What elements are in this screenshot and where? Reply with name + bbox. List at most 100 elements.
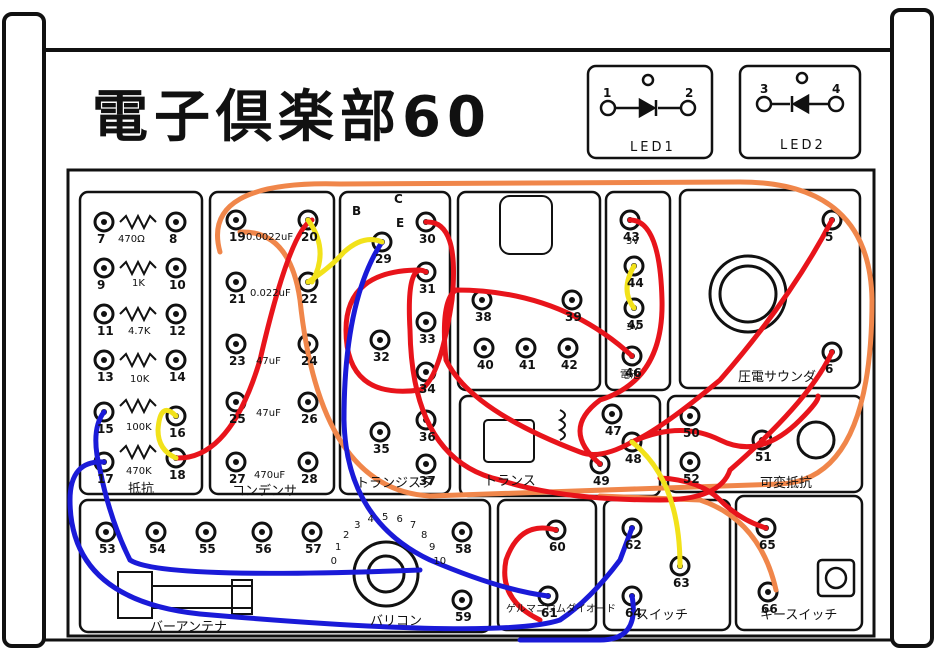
transistor-pin-b: B — [352, 204, 362, 218]
dial-number-2: 2 — [342, 529, 350, 541]
wire-red-6[interactable] — [441, 287, 635, 457]
resistor-value-100k: 100K — [126, 422, 152, 433]
resistor-value-470k: 470K — [126, 466, 152, 477]
terminal-66-hole — [765, 589, 771, 595]
terminal-label-66: 66 — [761, 602, 778, 616]
terminal-label-54: 54 — [149, 542, 166, 556]
terminal-41-hole — [523, 345, 529, 351]
capacitors-label: コンデンサ — [232, 484, 298, 499]
terminal-label-9: 9 — [97, 278, 106, 292]
terminal-label-17: 17 — [97, 472, 114, 486]
terminal-53-hole — [103, 529, 109, 535]
variable-resistor-label: 可変抵抗 — [760, 476, 813, 491]
wire-blue-14[interactable] — [517, 593, 636, 643]
terminal-label-61: 61 — [541, 606, 558, 620]
wire-red-5[interactable] — [629, 217, 835, 445]
terminal-label-18: 18 — [169, 468, 186, 482]
terminal-35-hole — [377, 429, 383, 435]
terminal-57-hole — [309, 529, 315, 535]
terminal-label-25: 25 — [229, 412, 246, 426]
terminal-label-5: 5 — [825, 230, 834, 244]
terminal-label-26: 26 — [301, 412, 318, 426]
terminal-label-28: 28 — [301, 472, 318, 486]
terminal-label-38: 38 — [475, 310, 492, 324]
terminal-label-14: 14 — [169, 370, 186, 384]
terminal-label-43: 43 — [623, 230, 640, 244]
terminal-label-63: 63 — [673, 576, 690, 590]
resistor-value-470: 470Ω — [118, 234, 145, 245]
wire-yellow-16[interactable] — [305, 237, 385, 285]
key-switch-drawing — [816, 558, 856, 598]
terminal-10-hole — [173, 265, 179, 271]
terminal-28-hole — [305, 459, 311, 465]
terminal-label-16: 16 — [169, 426, 186, 440]
wire-red-10[interactable] — [657, 475, 769, 531]
terminal-label-42: 42 — [561, 358, 578, 372]
terminal-33-hole — [423, 319, 429, 325]
key-switch-label: キースイッチ — [760, 608, 838, 623]
wire-orange-0[interactable] — [215, 179, 875, 499]
terminal-label-40: 40 — [477, 358, 494, 372]
wire-red-2[interactable] — [173, 217, 315, 461]
terminal-14-hole — [173, 357, 179, 363]
wire-red-8[interactable] — [502, 525, 559, 623]
transistor-pin-e: E — [396, 216, 405, 230]
wire-red-3[interactable] — [343, 219, 457, 394]
terminal-39-hole — [569, 297, 575, 303]
wire-orange-1[interactable] — [597, 493, 779, 593]
terminal-label-44: 44 — [627, 276, 644, 290]
switch-label: スイッチ — [636, 608, 689, 623]
led1-label: LED1 — [630, 140, 676, 155]
terminal-label-31: 31 — [419, 282, 436, 296]
led1-panel — [586, 64, 714, 160]
wire-yellow-19[interactable] — [629, 439, 683, 569]
dial-number-10: 10 — [433, 555, 447, 567]
terminal-label-52: 52 — [683, 472, 700, 486]
wire-blue-12[interactable] — [93, 409, 423, 576]
terminal-23-hole — [233, 341, 239, 347]
resistor-value-10k: 10K — [130, 374, 150, 385]
terminal-47-hole — [609, 411, 615, 417]
terminal-label-32: 32 — [373, 350, 390, 364]
variable-cap-label: バリコン — [370, 614, 423, 629]
dial-number-1: 1 — [334, 541, 342, 553]
terminal-13-hole — [101, 357, 107, 363]
terminal-label-15: 15 — [97, 422, 114, 436]
terminal-label-59: 59 — [455, 610, 472, 624]
terminal-label-51: 51 — [755, 450, 772, 464]
wire-yellow-17[interactable] — [305, 217, 323, 285]
terminal-label-57: 57 — [305, 542, 322, 556]
terminal-label-19: 19 — [229, 230, 246, 244]
resistor-symbols — [119, 213, 157, 461]
terminal-25-hole — [233, 399, 239, 405]
diode-label: ゲルマニウムダイオード — [506, 604, 616, 615]
terminal-11-hole — [101, 311, 107, 317]
terminal-54-hole — [153, 529, 159, 535]
terminal-59-hole — [459, 597, 465, 603]
terminal-8-hole — [173, 219, 179, 225]
terminal-label-36: 36 — [419, 430, 436, 444]
wire-blue-11[interactable] — [341, 239, 551, 599]
wire-red-9[interactable] — [629, 393, 821, 450]
wire-red-7[interactable] — [577, 217, 665, 467]
dial-number-6: 6 — [396, 514, 403, 526]
transistor-pin-c: C — [394, 192, 403, 206]
terminal-label-41: 41 — [519, 358, 536, 372]
wire-yellow-15[interactable] — [155, 407, 179, 461]
terminal-label-65: 65 — [759, 538, 776, 552]
terminal-label-23: 23 — [229, 354, 246, 368]
transformer-label: トランス — [484, 474, 536, 489]
terminal-label-55: 55 — [199, 542, 216, 556]
terminal-label-21: 21 — [229, 292, 246, 306]
terminal-label-8: 8 — [169, 232, 178, 246]
wire-blue-13[interactable] — [67, 459, 635, 632]
transistors-label: トランジスタ — [356, 476, 435, 491]
terminal-label-39: 39 — [565, 310, 582, 324]
sounder-drawing — [708, 254, 788, 334]
terminal-label-7: 7 — [97, 232, 106, 246]
wire-yellow-18[interactable] — [624, 263, 637, 311]
wires — [67, 179, 875, 643]
terminal-label-29: 29 — [375, 252, 392, 266]
led1-terminal-2: 2 — [685, 86, 694, 100]
dial-number-7: 7 — [409, 520, 417, 532]
